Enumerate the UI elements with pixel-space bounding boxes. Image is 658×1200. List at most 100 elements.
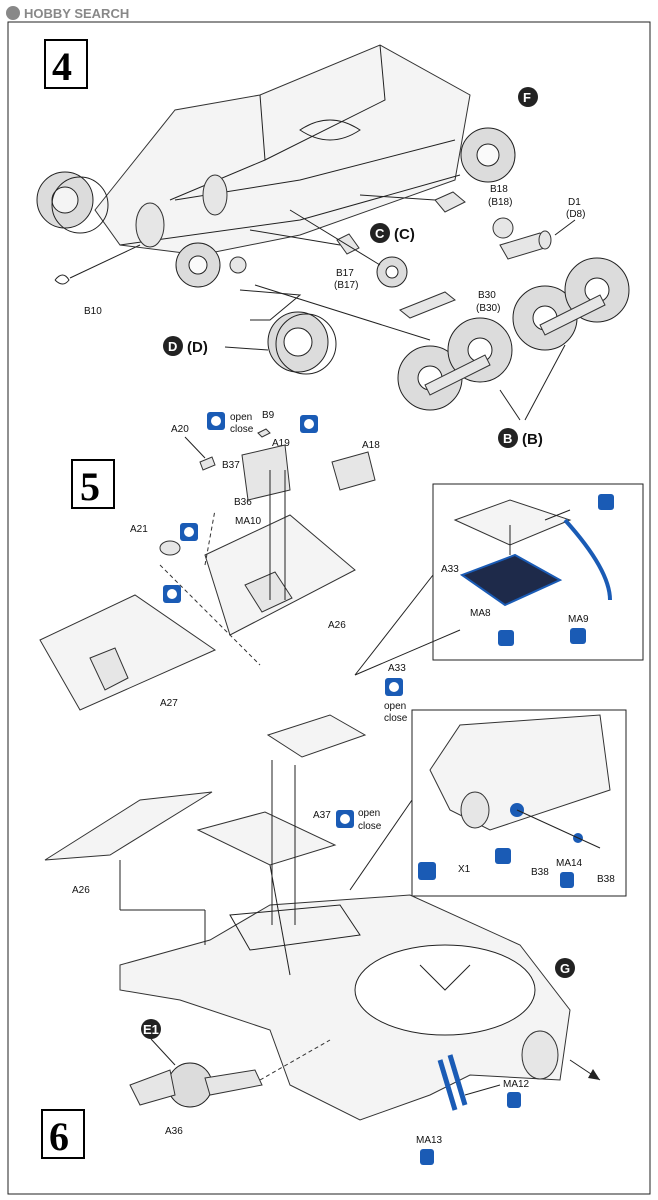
callout-g: G [555, 958, 575, 978]
callout-g-letter: G [560, 961, 570, 976]
open-close-note-a37: A37 open close [313, 808, 382, 832]
part-b10: B10 [54, 244, 141, 317]
axle-mount [229, 256, 247, 274]
callout-e1: E1 [141, 1019, 161, 1039]
callout-c-letter: C [375, 226, 385, 241]
part-b9 [257, 428, 271, 438]
callout-b-letter: B [503, 431, 512, 446]
part-ma8-mesh [459, 553, 563, 607]
label-a36: A36 [165, 1126, 183, 1137]
label-a18: A18 [362, 440, 380, 451]
part-ma12-ma13: MA12 MA13 [416, 1054, 530, 1165]
label-ma8: MA8 [470, 608, 491, 619]
hull-sprocket-left [36, 171, 109, 234]
label-ma10: MA10 [235, 516, 262, 527]
callout-f: F [518, 87, 538, 107]
part-b-bogie-front [397, 317, 513, 411]
page-frame [7, 21, 651, 1195]
paint-icon-x1 [495, 848, 511, 864]
callout-d-letter: D [168, 339, 177, 354]
part-a27-plate [39, 594, 217, 711]
callout-d-alt: (D) [187, 339, 208, 356]
step-5-box: 5 [71, 459, 115, 509]
glue-icon-ma9 [570, 628, 586, 644]
paint-icon [598, 494, 614, 510]
label-b38: B38 [531, 867, 549, 878]
label-ma12: MA12 [503, 1079, 530, 1090]
close-note-1: close [230, 424, 254, 435]
glue-icon-ma8 [498, 630, 514, 646]
label-a37: A37 [313, 810, 331, 821]
label-b18-alt: (B18) [488, 197, 512, 208]
part-b30: B30 (B30) [399, 290, 500, 319]
label-a20: A20 [171, 424, 189, 435]
label-b37: B37 [222, 460, 240, 471]
label-a21: A21 [130, 524, 148, 535]
glue-icon-ma14 [560, 872, 574, 888]
label-ma14: MA14 [556, 858, 583, 869]
part-a18 [331, 451, 376, 491]
label-a33: A33 [441, 564, 459, 575]
open-close-note-1: open close [207, 412, 254, 435]
open-note-1: open [230, 412, 252, 423]
open-close-icon-x1 [418, 862, 436, 880]
label-a26-step6: A26 [72, 885, 90, 896]
label-b30: B30 [478, 290, 496, 301]
part-a26-side [44, 791, 213, 861]
label-ma13: MA13 [416, 1135, 443, 1146]
open-note-2: open [384, 701, 406, 712]
open-note-3: open [358, 808, 380, 819]
hull-lower [94, 44, 471, 256]
label-b30-alt: (B30) [476, 303, 500, 314]
label-d1: D1 [568, 197, 581, 208]
open-close-icon-b9 [300, 415, 318, 433]
step-5-number: 5 [80, 464, 100, 509]
glue-icon-ma13 [420, 1149, 434, 1165]
label-a33-step6: A33 [388, 663, 406, 674]
part-b18: B18 (B18) [359, 184, 514, 239]
watermark-logo: HOBBY SEARCH [6, 6, 129, 21]
detail-box-a33: A33 MA8 MA9 [432, 483, 644, 661]
part-b-bogie-rear [512, 257, 630, 351]
callout-e1-letter: E1 [143, 1022, 159, 1037]
part-a36-gun: A36 [129, 1038, 263, 1137]
callout-c-alt: (C) [394, 226, 415, 243]
step-6-box: 6 [41, 1109, 85, 1159]
callout-b: B (B) [498, 428, 543, 448]
label-b17: B17 [336, 268, 354, 279]
watermark-text: HOBBY SEARCH [24, 6, 129, 21]
step-4-number: 4 [52, 44, 72, 89]
part-a26-plate [204, 470, 356, 636]
part-ma9-strip [563, 518, 612, 601]
callout-f-letter: F [523, 90, 531, 105]
label-ma9: MA9 [568, 614, 589, 625]
close-note-2: close [384, 713, 408, 724]
hull-idler-right [460, 127, 516, 183]
label-x1: X1 [458, 864, 471, 875]
label-b17-alt: (B17) [334, 280, 358, 291]
upper-hull [119, 894, 601, 1121]
label-b38-second: B38 [597, 874, 615, 885]
step-4-box: 4 [44, 39, 88, 89]
label-a26: A26 [328, 620, 346, 631]
step-6-number: 6 [49, 1114, 69, 1159]
label-d8: (D8) [566, 209, 585, 220]
open-close-icon-a21 [180, 523, 198, 541]
part-d-sprocket [239, 289, 337, 375]
hull-return-wheel [175, 242, 221, 288]
part-d1: D1 (D8) [499, 197, 585, 260]
label-b18: B18 [490, 184, 508, 195]
callout-b-alt: (B) [522, 431, 543, 448]
part-c-wheel [289, 209, 408, 288]
part-a37-plate [196, 811, 337, 866]
open-close-icon-a27 [163, 585, 181, 603]
glue-icon-ma12 [507, 1092, 521, 1108]
label-a19: A19 [272, 438, 290, 449]
label-b10: B10 [84, 306, 102, 317]
callout-d: D (D) [163, 336, 269, 356]
open-close-note-a33: A33 open close [384, 663, 408, 724]
close-note-3: close [358, 821, 382, 832]
label-b9: B9 [262, 410, 275, 421]
